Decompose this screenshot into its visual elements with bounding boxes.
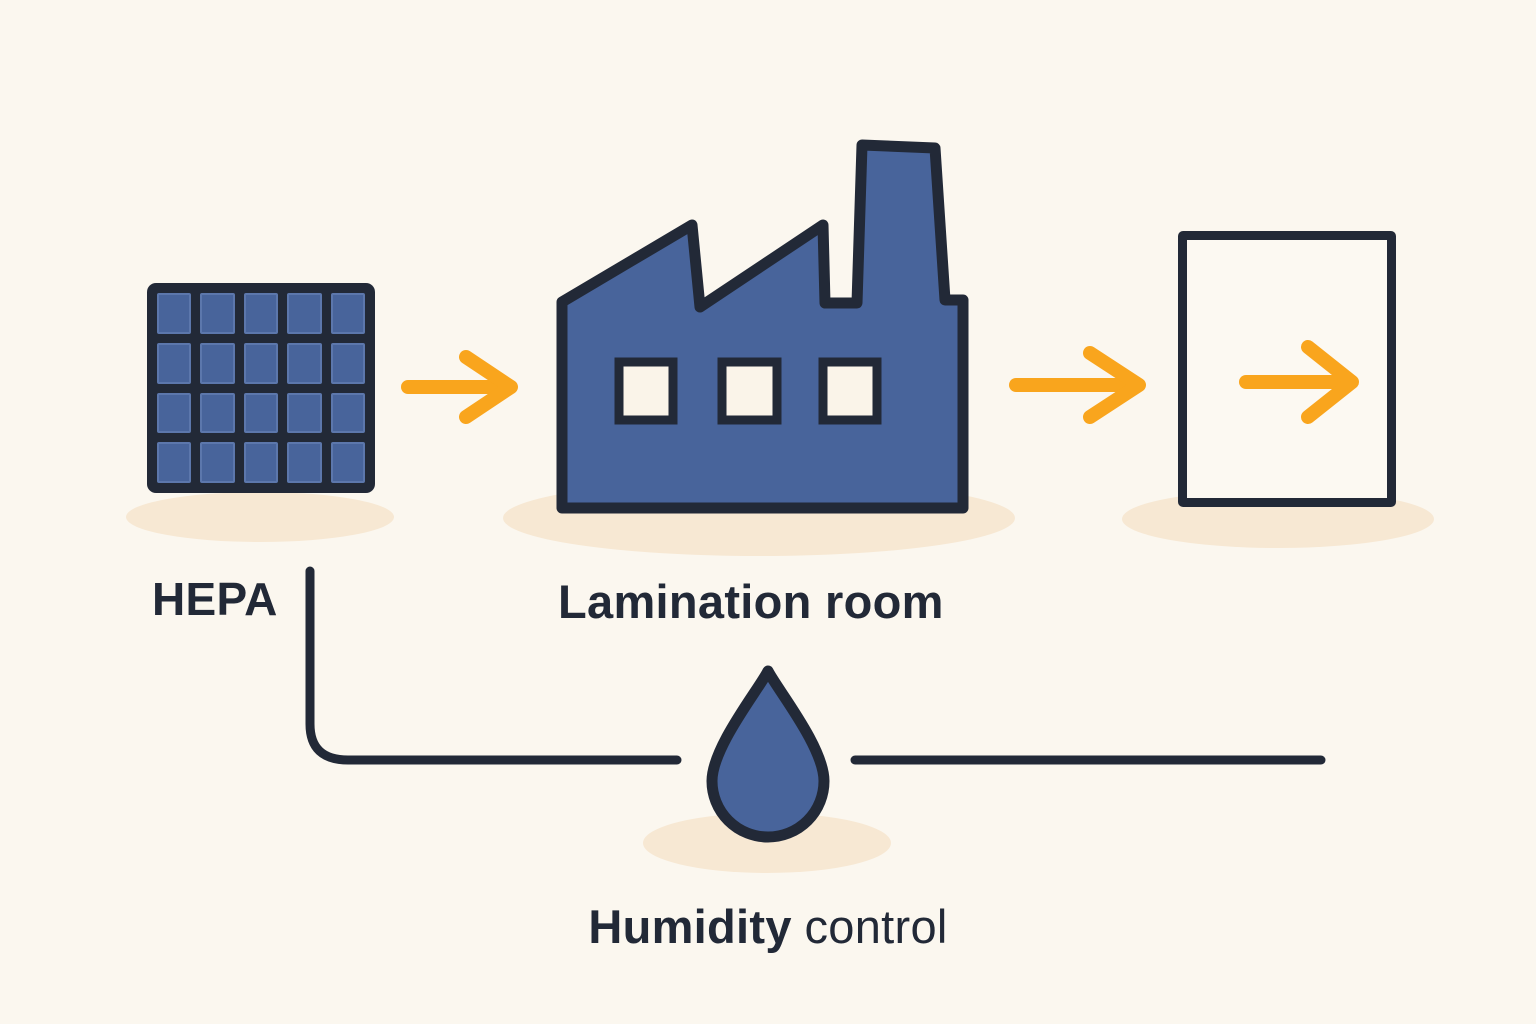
hepa-filter-grid-icon (147, 283, 375, 493)
hepa-ground-shadow (126, 492, 394, 542)
hepa-cell (157, 392, 192, 434)
factory-icon (556, 139, 969, 514)
hepa-cell (287, 293, 322, 334)
hepa-cell (200, 392, 235, 434)
hepa-cell (287, 392, 322, 434)
lamination-room-label: Lamination room (558, 575, 944, 628)
hepa-cell (330, 293, 365, 334)
arrow-right-icon (1239, 340, 1359, 424)
humidity-label-regular: control (804, 900, 948, 953)
document-icon (1178, 231, 1396, 507)
arrow-right-icon (1009, 346, 1146, 424)
humidity-label-bold: Humidity (588, 900, 792, 953)
hepa-cell (330, 342, 365, 384)
hepa-cell (157, 342, 192, 384)
hepa-cell (200, 342, 235, 384)
hepa-cell (243, 392, 279, 434)
hepa-cell (243, 342, 279, 384)
hepa-cell (330, 392, 365, 434)
hepa-label: HEPA (152, 573, 278, 625)
hepa-cell (243, 293, 279, 334)
water-drop-icon (706, 665, 830, 843)
hepa-cell (157, 442, 192, 483)
arrow-right-icon (401, 350, 518, 424)
hepa-cell (200, 442, 235, 483)
hepa-cell (200, 293, 235, 334)
hepa-cell (330, 442, 365, 483)
hepa-cell (287, 342, 322, 384)
hepa-cell (157, 293, 192, 334)
hepa-cell (287, 442, 322, 483)
hepa-cell (243, 442, 279, 483)
